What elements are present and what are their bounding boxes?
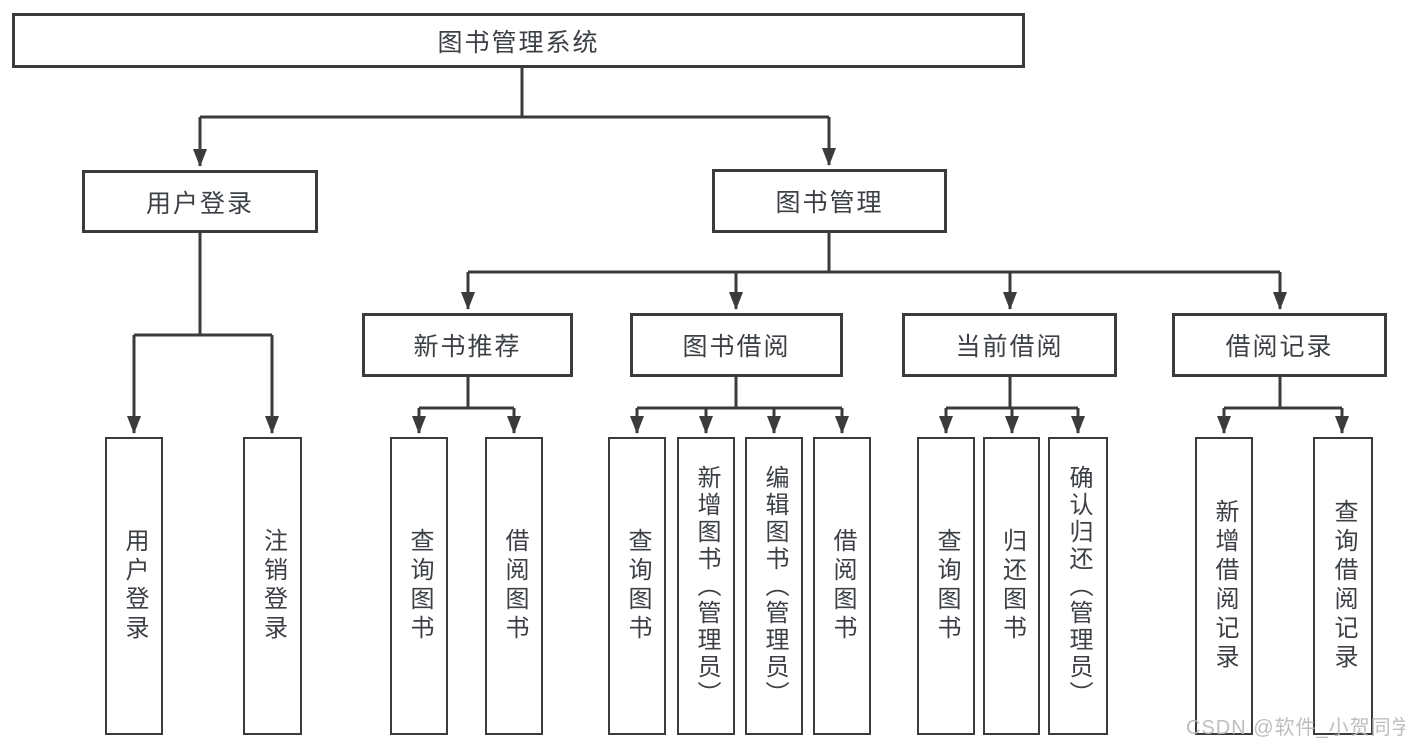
leaf-query-borrow-record: 查询借阅记录	[1313, 437, 1373, 735]
leaf-edit-book-label: 编辑图书（管理员）	[761, 464, 788, 708]
leaf-query-borrow-record-label: 查询借阅记录	[1330, 499, 1357, 673]
leaf-logout: 注销登录	[243, 437, 302, 735]
connector-current-borrow	[939, 377, 1085, 434]
leaf-query-book-c-label: 查询图书	[933, 528, 960, 644]
node-book-borrow-label: 图书借阅	[682, 333, 791, 361]
node-current-borrow-label: 当前借阅	[955, 333, 1064, 361]
leaf-query-book-c: 查询图书	[917, 437, 975, 735]
leaf-add-borrow-record-label: 新增借阅记录	[1211, 499, 1238, 673]
leaf-query-book-a-label: 查询图书	[406, 528, 433, 644]
leaf-return-book-label: 归还图书	[998, 528, 1026, 644]
leaf-return-book: 归还图书	[983, 437, 1040, 735]
csdn-watermark: CSDN @软件_小贺同学	[1186, 717, 1405, 739]
connector-book-borrow	[630, 377, 849, 434]
leaf-user-login-label: 用户登录	[121, 528, 148, 644]
leaf-query-book-a: 查询图书	[390, 437, 448, 735]
leaf-add-book-label: 新增图书（管理员）	[693, 464, 720, 708]
node-current-borrow: 当前借阅	[902, 313, 1117, 377]
leaf-query-book-b-label: 查询图书	[624, 528, 651, 644]
connector-borrow-record	[1217, 377, 1349, 434]
node-book-mgmt-label: 图书管理	[775, 189, 884, 217]
connector-root	[193, 68, 836, 167]
connector-book-mgmt	[461, 233, 1287, 310]
node-root: 图书管理系统	[12, 13, 1025, 68]
leaf-borrow-book-a: 借阅图书	[485, 437, 543, 735]
node-book-mgmt: 图书管理	[712, 169, 947, 233]
node-book-borrow: 图书借阅	[630, 313, 843, 377]
node-root-label: 图书管理系统	[437, 28, 600, 57]
leaf-query-book-b: 查询图书	[608, 437, 666, 735]
leaf-borrow-book-b: 借阅图书	[813, 437, 871, 735]
node-new-book-rec: 新书推荐	[362, 313, 573, 377]
node-new-book-rec-label: 新书推荐	[413, 333, 522, 361]
node-user-login: 用户登录	[82, 170, 318, 233]
leaf-user-login: 用户登录	[105, 437, 163, 735]
leaf-confirm-return: 确认归还（管理员）	[1048, 437, 1108, 735]
leaf-edit-book: 编辑图书（管理员）	[745, 437, 803, 735]
node-user-login-label: 用户登录	[145, 189, 254, 218]
leaf-borrow-book-b-label: 借阅图书	[829, 528, 856, 644]
leaf-logout-label: 注销登录	[259, 528, 287, 644]
connector-new-book-rec	[412, 377, 521, 434]
node-borrow-record-label: 借阅记录	[1225, 333, 1334, 361]
leaf-add-book: 新增图书（管理员）	[677, 437, 735, 735]
connector-user-login	[127, 233, 279, 434]
leaf-add-borrow-record: 新增借阅记录	[1195, 437, 1253, 735]
leaf-borrow-book-a-label: 借阅图书	[501, 528, 528, 644]
leaf-confirm-return-label: 确认归还（管理员）	[1065, 464, 1092, 708]
node-borrow-record: 借阅记录	[1172, 313, 1387, 377]
